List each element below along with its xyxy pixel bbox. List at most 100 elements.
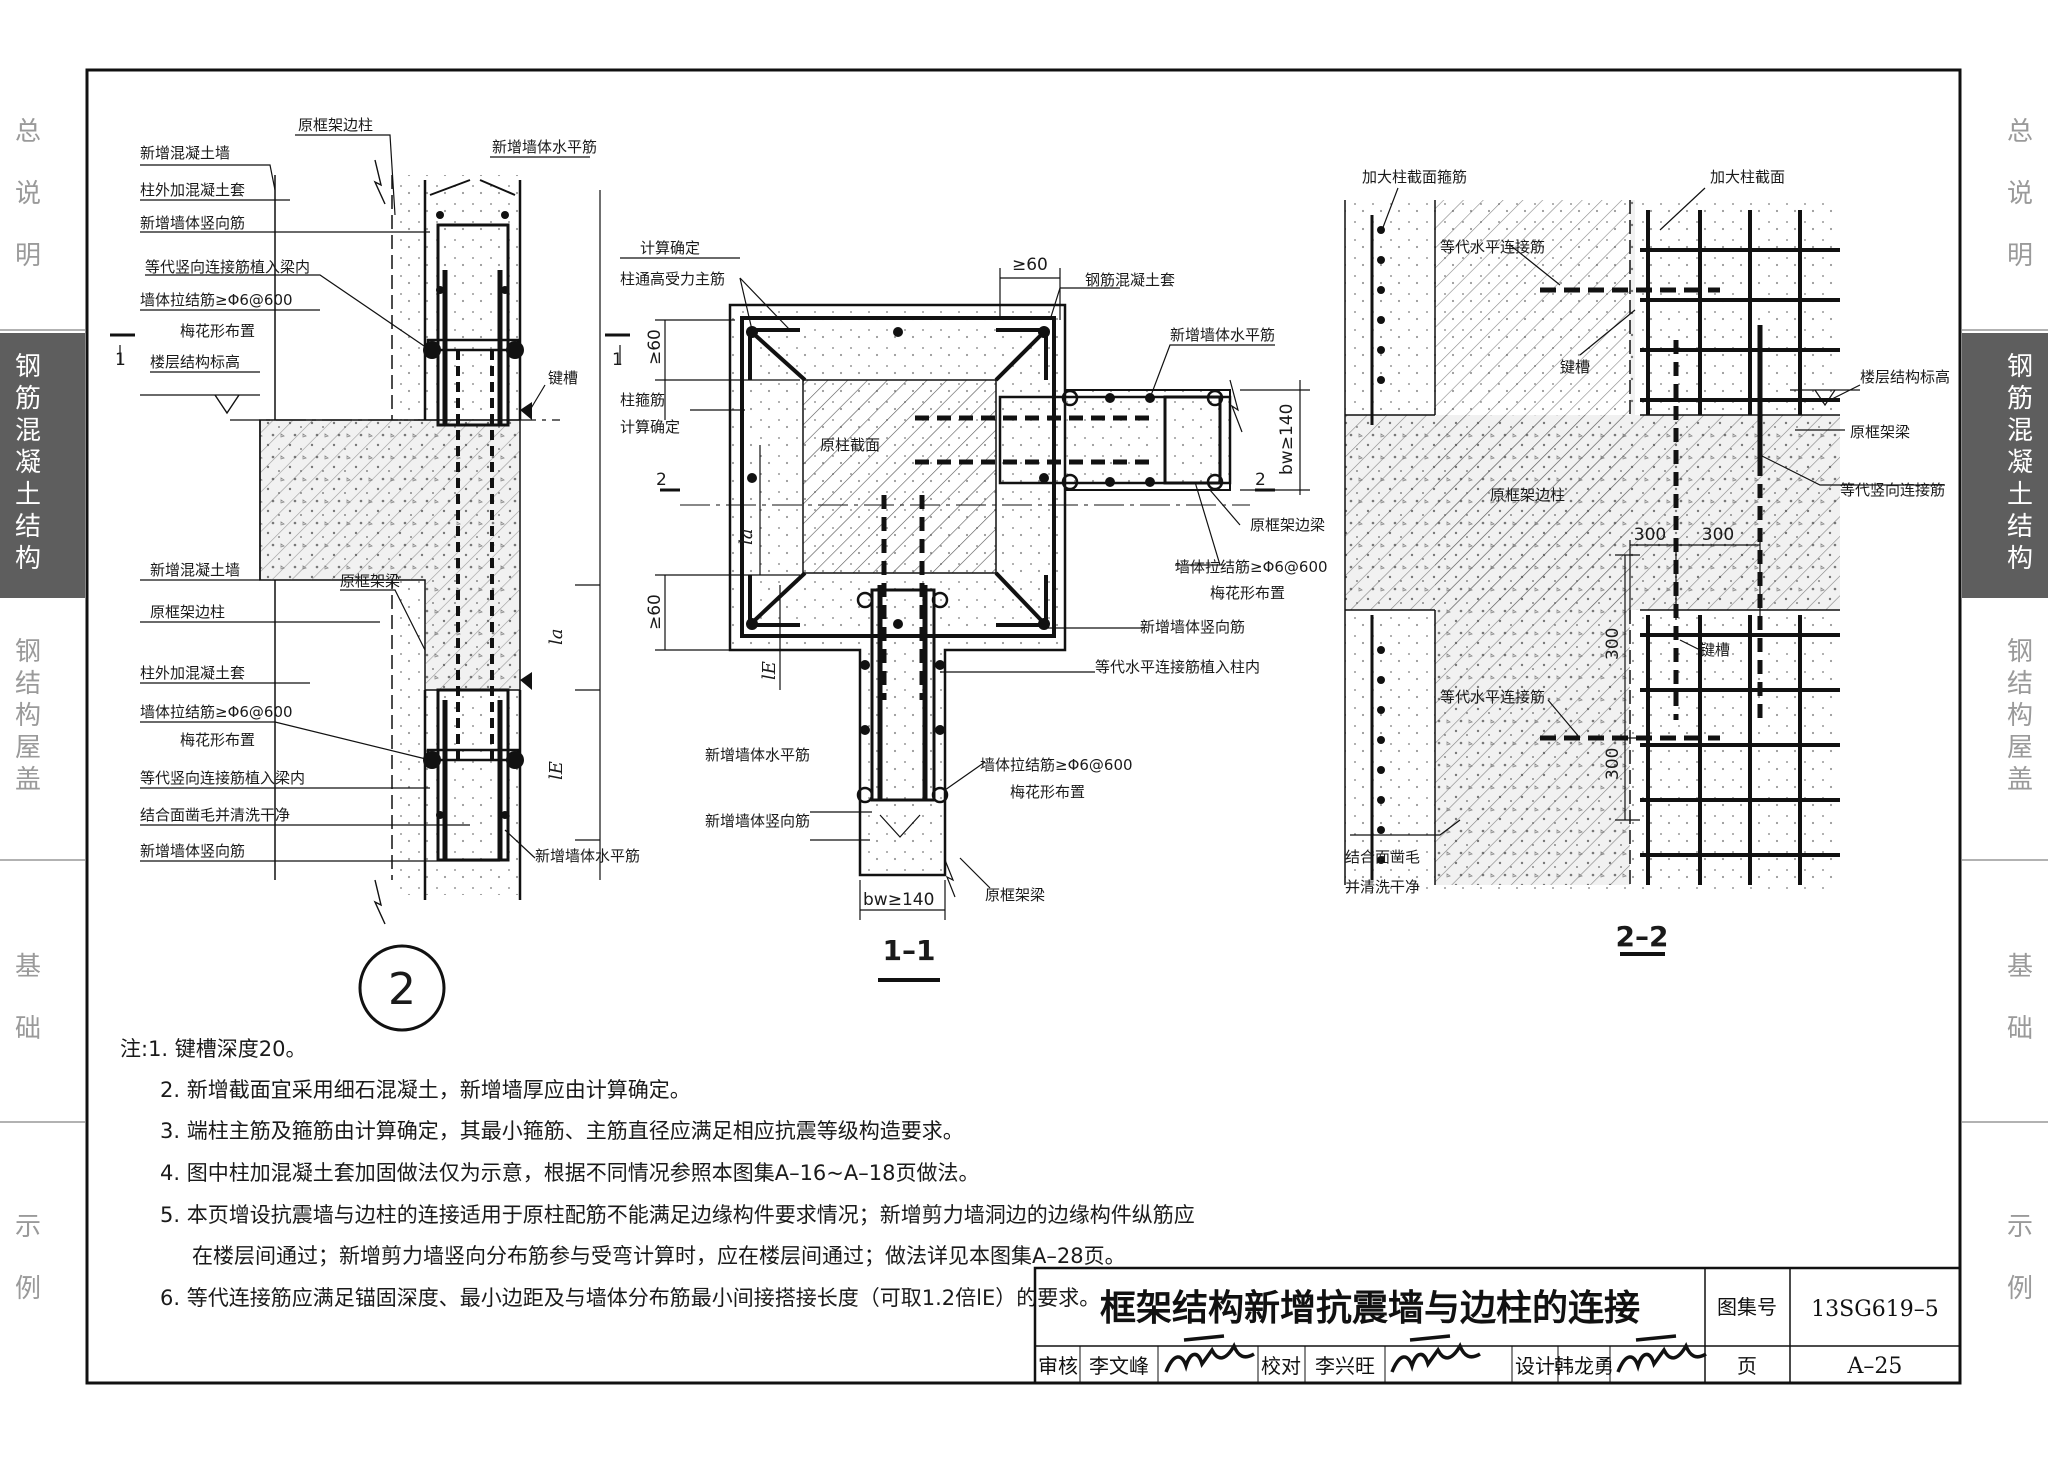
detail2-orig-col-bot: 原框架边柱 — [150, 603, 225, 621]
reviewer-name: 李文峰 — [1089, 1354, 1149, 1378]
detail2-jacket-bot: 柱外加混凝土套 — [140, 664, 245, 682]
detail2-dim-lae: lE — [546, 761, 567, 780]
section11-rc-jacket: 钢筋混凝土套 — [1085, 271, 1175, 289]
section11-orig-beam: 原框架梁 — [985, 886, 1045, 904]
section22-floor-level: 楼层结构标高 — [1860, 368, 1950, 386]
check-label: 校对 — [1261, 1354, 1301, 1378]
section22-keyway: 键槽 — [1560, 358, 1590, 376]
section11-cut2-right: 2 — [1255, 470, 1266, 490]
side-tab-right-4[interactable]: 示例 — [2007, 1212, 2033, 1304]
detail2-horiz-bar-bot: 新增墙体水平筋 — [535, 847, 640, 865]
side-tab-right-3[interactable]: 基础 — [2007, 952, 2033, 1044]
design-label: 设计 — [1515, 1354, 1555, 1378]
section11-dim-la: la — [736, 529, 757, 546]
detail2-floor-level: 楼层结构标高 — [150, 353, 240, 371]
note-line-6: 在楼层间通过；新增剪力墙竖向分布筋参与受弯计算时，应在楼层间通过；做法详见本图集… — [192, 1244, 1126, 1268]
detail-number-circle — [358, 944, 446, 1032]
detail2-new-wall-bot: 新增混凝土墙 — [150, 561, 240, 579]
section22-dim-300a: 300 — [1634, 525, 1666, 545]
detail-2-labels: 新增混凝土墙原框架边柱柱外加混凝土套新增墙体竖向筋等代竖向连接筋植入梁内墙体拉结… — [115, 116, 640, 1015]
atlas-no: 13SG619–5 — [1811, 1297, 1939, 1322]
review-label: 审核 — [1038, 1354, 1078, 1378]
side-tab-left-3[interactable]: 基础 — [15, 952, 41, 1044]
section22-vert-dowel: 等代竖向连接筋 — [1840, 481, 1945, 499]
section22-title: 2–2 — [1616, 920, 1669, 953]
side-tab-left-1[interactable]: 钢筋混凝土结构 — [15, 352, 41, 574]
detail2-dim-la: la — [546, 629, 567, 646]
tab-active-left[interactable] — [0, 333, 85, 598]
section-2-2 — [1344, 187, 1945, 956]
section22-dim-300c: 300 — [1603, 628, 1623, 660]
section11-calc-main: 计算确定 — [640, 239, 700, 257]
section-1-1-labels: 计算确定柱通高受力主筋钢筋混凝土套新增墙体水平筋柱箍筋计算确定原柱截面原框架边梁… — [620, 239, 1328, 967]
side-tab-left-2[interactable]: 钢结构屋盖 — [15, 637, 41, 795]
section11-orig-beam-edge: 原框架边梁 — [1250, 516, 1325, 534]
section11-tie: 墙体拉结筋≥Φ6@600 — [1175, 558, 1328, 576]
designer-name: 韩龙勇 — [1554, 1354, 1614, 1378]
section11-bw-bottom: bw≥140 — [863, 890, 934, 910]
section11-stirrup: 柱箍筋 — [620, 391, 665, 409]
section22-stirrup: 加大柱截面箍筋 — [1362, 168, 1467, 186]
section22-keyway2: 键槽 — [1700, 641, 1730, 659]
section22-dim-300d: 300 — [1603, 748, 1623, 780]
detail-2 — [110, 134, 630, 1032]
section11-orig-section: 原柱截面 — [820, 436, 880, 454]
detail2-tie-top: 墙体拉结筋≥Φ6@600 — [140, 291, 293, 309]
page-label: 页 — [1737, 1354, 1757, 1378]
detail2-dowel-beam-top: 等代竖向连接筋植入梁内 — [145, 258, 310, 276]
side-tabs-right — [1962, 329, 2048, 1123]
detail2-plum-bot: 梅花形布置 — [180, 731, 255, 749]
section11-ge60-top: ≥60 — [1012, 255, 1048, 275]
detail2-number: 2 — [388, 964, 416, 1015]
note-line-2: 2. 新增截面宜采用细石混凝土，新增墙厚应由计算确定。 — [160, 1078, 691, 1102]
note-line-5: 5. 本页增设抗震墙与边柱的连接适用于原柱配筋不能满足边缘构件要求情况；新增剪力… — [160, 1203, 1195, 1227]
side-tab-left-0[interactable]: 总说明 — [15, 117, 41, 271]
section11-horiz-bar: 新增墙体水平筋 — [1170, 326, 1275, 344]
section11-stirrup2: 计算确定 — [620, 418, 680, 436]
section22-orig-col: 原框架边柱 — [1490, 486, 1565, 504]
detail2-rough: 结合面凿毛并清洗干净 — [140, 806, 290, 824]
title-block — [1033, 1266, 1962, 1385]
section22-orig-beam: 原框架梁 — [1850, 423, 1910, 441]
note-line-3: 3. 端柱主筋及箍筋由计算确定，其最小箍筋、主筋直径应满足相应抗震等级构造要求。 — [160, 1119, 964, 1143]
atlas-no-label: 图集号 — [1717, 1295, 1777, 1319]
section22-rough2: 并清洗干净 — [1345, 878, 1420, 896]
detail2-dowel-beam-bot: 等代竖向连接筋植入梁内 — [140, 769, 305, 787]
section11-dim-lae: lE — [759, 661, 780, 680]
page-no: A–25 — [1847, 1354, 1903, 1379]
section-2-2-labels: 加大柱截面箍筋加大柱截面等代水平连接筋键槽楼层结构标高原框架梁原框架边柱等代竖向… — [1345, 168, 1950, 953]
detail2-vert-bar-bot: 新增墙体竖向筋 — [140, 842, 245, 860]
side-tab-right-0[interactable]: 总说明 — [2007, 117, 2033, 271]
side-tab-right-2[interactable]: 钢结构屋盖 — [2007, 637, 2033, 795]
detail2-cut-left: 1 — [115, 350, 126, 370]
side-tab-right-1[interactable]: 钢筋混凝土结构 — [2007, 352, 2033, 574]
section11-ge60-left: ≥60 — [645, 329, 665, 365]
section22-rough1: 结合面凿毛 — [1345, 848, 1420, 866]
detail2-keyway: 键槽 — [548, 369, 578, 387]
section11-bw-right: bw≥140 — [1277, 404, 1297, 475]
side-tabs-left — [0, 329, 85, 1123]
section11-plum2: 梅花形布置 — [1010, 783, 1085, 801]
checker-name: 李兴旺 — [1315, 1354, 1375, 1378]
section22-dim-300b: 300 — [1702, 525, 1734, 545]
section11-cut2-left: 2 — [656, 470, 667, 490]
note-line-7: 6. 等代连接筋应满足锚固深度、最小边距及与墙体分布筋最小间接搭接长度（可取1.… — [160, 1286, 1100, 1310]
section22-horiz-dowel2: 等代水平连接筋 — [1440, 688, 1545, 706]
tab-active-right[interactable] — [1962, 333, 2048, 598]
section11-ge60-left2: ≥60 — [645, 594, 665, 630]
detail2-orig-col-top: 原框架边柱 — [298, 116, 373, 134]
detail2-new-wall-top: 新增混凝土墙 — [140, 144, 230, 162]
reviewer-signature — [1164, 1334, 1255, 1373]
section11-horiz-bar2: 新增墙体水平筋 — [705, 746, 810, 764]
note-line-4: 4. 图中柱加混凝土套加固做法仅为示意，根据不同情况参照本图集A–16~A–18… — [160, 1161, 979, 1185]
detail2-plum-top: 梅花形布置 — [180, 322, 255, 340]
section11-plum: 梅花形布置 — [1210, 584, 1285, 602]
detail2-tie-bot: 墙体拉结筋≥Φ6@600 — [140, 703, 293, 721]
section11-vert-bar: 新增墙体竖向筋 — [1140, 618, 1245, 636]
side-tab-left-4[interactable]: 示例 — [15, 1212, 41, 1304]
detail2-cut-right: 1 — [612, 350, 623, 370]
